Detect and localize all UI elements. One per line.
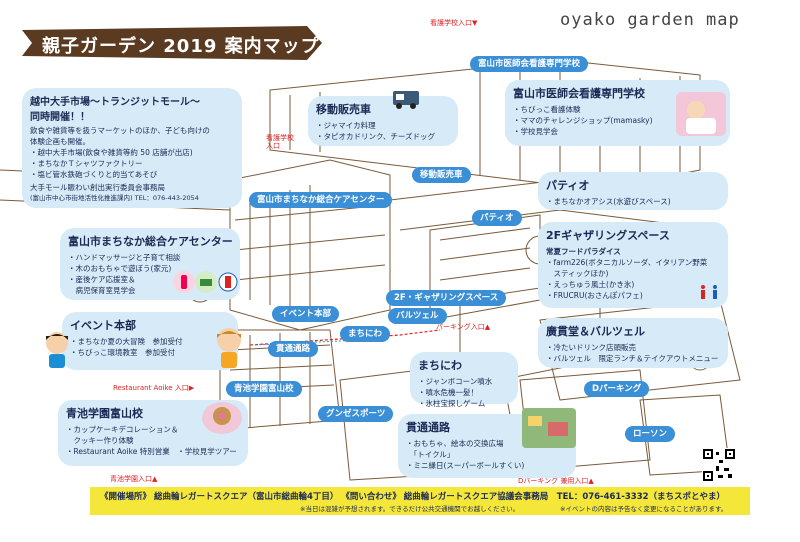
list-item: 病児保育室見学会 <box>68 286 136 295</box>
card-event-title: イベント本部 <box>70 319 136 332</box>
tag-mobile-shop: 移動販売車 <box>412 167 471 183</box>
tag-nurse-school: 富山市医師会看護専門学校 <box>470 56 589 72</box>
card-nurse-title: 富山市医師会看護専門学校 <box>513 87 645 100</box>
page-title: 親子ガーデン 2019 案内マップ <box>42 36 320 57</box>
restroom-icon <box>701 285 717 299</box>
card-ecchu-market: 越中大手市場〜トランジットモール〜 同時開催！！ 飲食や雑貨等を扱うマーケットの… <box>22 88 242 208</box>
card-kantsu-title: 貫通通路 <box>406 421 450 434</box>
tag-patio: パティオ <box>472 210 522 226</box>
tag-kantsu: 貫通通路 <box>268 341 319 357</box>
card-ecchu-contact-tel: (富山市中心市街地活性化推進課内) TEL：076-443-2054 <box>30 194 199 202</box>
list-item: ・おもちゃ、絵本の交換広場 <box>406 439 504 448</box>
card-kogaido-title: 廣貫堂＆バルツェル <box>546 325 645 338</box>
tag-gunze: グンゼスポーツ <box>318 406 394 422</box>
tag-machiniwa: まちにわ <box>340 326 391 342</box>
list-item: ・タピオカドリンク、チーズドッグ <box>316 132 435 141</box>
list-item: ・ちびっこ環境教室 参加受付 <box>70 348 175 357</box>
footer-bar <box>90 487 750 515</box>
footer-info: 《開催場所》 総曲輪レガートスクエア（富山市総曲輪4丁目） 《問い合わせ》 総曲… <box>100 492 726 502</box>
list-item: ・カップケーキデコレーション＆ <box>66 425 179 434</box>
list-item: ・ハンドマッサージと子育て相談 <box>68 253 181 262</box>
card-kogaido: 廣貫堂＆バルツェル ・冷たいドリンク店頭販売 ・バルツェル 限定ランチ＆テイクア… <box>538 318 728 368</box>
tag-lawson: ローソン <box>625 426 676 442</box>
food-truck-icon <box>393 91 419 109</box>
list-item: ・学校見学会 <box>513 127 558 136</box>
list-item: ・バルツェル 限定ランチ＆テイクアウトメニュー <box>546 354 719 363</box>
list-item: ・越中大手市場(飲食や雑貨等約 50 店舗が出店) <box>30 148 193 157</box>
toys-photo-icon <box>522 408 576 448</box>
tag-gathering: 2F・ギャザリングスペース <box>386 290 507 306</box>
list-item: クッキー作り体験 <box>66 436 134 445</box>
list-item: ・噴水危機一髪！ <box>418 388 478 397</box>
list-item: 体験企画も開催。 <box>30 137 90 146</box>
card-aoike-title: 青池学園富山校 <box>66 407 143 420</box>
list-item: ・氷柱宝探しゲーム <box>418 399 486 408</box>
entrance-nurse-school-top: 看護学校入口▼ <box>430 19 478 27</box>
qr-code-icon[interactable] <box>702 448 736 482</box>
list-item: スティックほか) <box>546 269 609 278</box>
list-item: 飲食や雑貨等を扱うマーケットのほか、子ども向けの <box>30 126 210 135</box>
list-item: ・ママのチャレンジショップ(mamasky) <box>513 116 653 125</box>
list-item: ・Restaurant Aoike 特別営業 ・学校見学ツアー <box>66 447 237 456</box>
list-item: ・産後ケア応援室＆ <box>68 275 136 284</box>
card-ecchu-subtitle: 同時開催！！ <box>30 112 90 123</box>
entrance-d-parking: Dパーキング 兼用入口▲ <box>518 477 594 485</box>
list-item: ・冷たいドリンク店頭販売 <box>546 343 636 352</box>
tag-d-parking: Dパーキング <box>584 381 650 397</box>
card-patio: パティオ ・まちなかオアシス(水遊びスペース) <box>538 172 728 210</box>
script-title: oyako garden map <box>560 10 740 30</box>
entrance-nurse-school-left: 看護学校入口 <box>266 134 294 150</box>
list-item: ・farm226(ボタニカルソーダ、イタリアン野菜 <box>546 258 708 267</box>
card-mobile-shop: 移動販売車 ・ジャマイカ料理 ・タピオカドリンク、チーズドッグ <box>308 96 458 146</box>
list-item: ・ちびっこ看護体験 <box>513 105 581 114</box>
list-item: ・木のおもちゃで遊ぼう(家元) <box>68 264 172 273</box>
list-item: ・FRUCRU(おさんぽパフェ) <box>546 291 643 300</box>
list-item: ・ジャマイカ料理 <box>316 121 376 130</box>
card-care-title: 富山市まちなか総合ケアセンター <box>68 235 233 248</box>
entrance-aoike: 青池学園入口▲ <box>110 475 158 483</box>
card-gathering: 2Fギャザリングスペース 常夏フードパラダイス ・farm226(ボタニカルソー… <box>538 222 728 308</box>
tag-baruzuel: バルツェル <box>388 308 447 324</box>
card-ecchu-title: 越中大手市場〜トランジットモール〜 <box>30 97 200 108</box>
card-patio-title: パティオ <box>546 179 590 192</box>
list-item: ・まちなか夏の大冒険 参加受付 <box>70 337 183 346</box>
card-care-center: 富山市まちなか総合ケアセンター ・ハンドマッサージと子育て相談 ・木のおもちゃで… <box>60 228 240 300</box>
card-machiniwa-title: まちにわ <box>418 359 462 372</box>
cake-icon <box>202 402 242 434</box>
footer-note-traffic: ※当日は混雑が予想されます。できるだけ公共交通機関でお越しください。 <box>300 505 520 513</box>
list-item: ・えっちゅう風土(かき氷) <box>546 280 635 289</box>
footer-note-changes: ※イベントの内容は予告なく変更になることがあります。 <box>560 505 728 513</box>
mascot-boy-icon <box>46 332 68 368</box>
tag-aoike: 青池学園富山校 <box>226 381 302 397</box>
card-gathering-subtitle: 常夏フードパラダイス <box>546 247 621 256</box>
list-item: ・ジャンボコーン噴水 <box>418 377 493 386</box>
card-ecchu-contact: 大手モール賑わい創出実行委員会事務局 <box>30 183 165 192</box>
title-banner <box>22 26 322 60</box>
tag-care-center: 富山市まちなか総合ケアセンター <box>249 192 393 208</box>
entrance-parking: パーキング入口▲ <box>436 323 491 331</box>
facility-icons <box>173 271 238 293</box>
card-mobile-title: 移動販売車 <box>316 103 371 116</box>
list-item: 「トイクル」 <box>406 450 455 459</box>
list-item: ・塩ビ管水鉄砲づくりと的当てあそび <box>30 170 158 179</box>
list-item: ・まちなかＴシャツファクトリー <box>30 159 143 168</box>
tag-event-hq: イベント本部 <box>272 306 340 322</box>
child-photo-icon <box>676 92 726 136</box>
card-event-hq: イベント本部 ・まちなか夏の大冒険 参加受付 ・ちびっこ環境教室 参加受付 <box>62 312 238 370</box>
list-item: ・まちなかオアシス(水遊びスペース) <box>546 197 671 206</box>
list-item: ・ミニ縁日(スーパーボールすくい) <box>406 461 525 470</box>
card-machiniwa: まちにわ ・ジャンボコーン噴水 ・噴水危機一髪！ ・氷柱宝探しゲーム <box>410 352 518 408</box>
mascot-kid-icon <box>217 328 241 368</box>
card-gathering-title: 2Fギャザリングスペース <box>546 229 670 242</box>
entrance-restaurant: Restaurant Aoike 入口▶ <box>113 384 195 392</box>
